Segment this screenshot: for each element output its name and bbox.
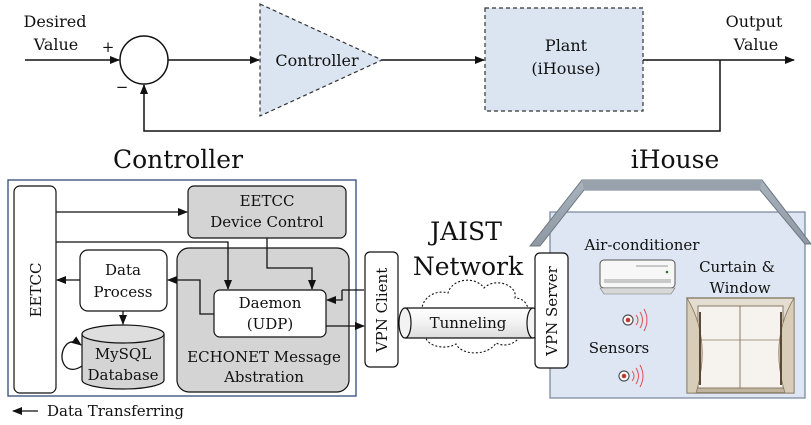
- device-control-line1: EETCC: [240, 192, 295, 210]
- vpn-client-label: VPN Client: [373, 268, 391, 353]
- input-label-line1: Desired: [24, 12, 87, 31]
- database-cylinder: MySQL Database: [81, 324, 165, 390]
- tunneling-label: Tunneling: [430, 314, 507, 332]
- legend: Data Transferring: [12, 402, 184, 420]
- echonet-label-line2: Abstration: [223, 368, 304, 386]
- sensors-label: Sensors: [589, 339, 649, 357]
- sensor-icon-bottom: [618, 364, 644, 388]
- device-control-to-daemon: [266, 238, 316, 290]
- feedback-path: [140, 60, 721, 132]
- window-icon: [686, 296, 795, 394]
- device-control-line2: Device Control: [210, 213, 324, 231]
- legend-label: Data Transferring: [47, 402, 184, 420]
- daemon-line1: Daemon: [239, 294, 302, 312]
- database-line2: Database: [87, 366, 158, 384]
- database-line1: MySQL: [95, 345, 151, 363]
- air-conditioner-label: Air-conditioner: [584, 236, 701, 254]
- controller-triangle-label: Controller: [275, 51, 359, 70]
- tunnel-pipe: Tunneling: [398, 307, 540, 339]
- controller-section: EETCC ECHONET Message Abstration EETCC D…: [7, 179, 357, 397]
- plant-box: [484, 7, 644, 112]
- daemon-to-data-process: [167, 276, 214, 315]
- jaist-label-line1: JAIST: [427, 217, 502, 246]
- plus-sign: +: [102, 38, 115, 56]
- controller-triangle: [259, 3, 384, 117]
- minus-sign: −: [116, 78, 129, 96]
- vpn-client-to-daemon-path: [326, 290, 343, 304]
- network-area: JAIST Network Tunneling: [398, 217, 540, 354]
- ihouse-section-title: iHouse: [631, 145, 720, 174]
- echonet-label-line1: ECHONET Message: [187, 348, 341, 366]
- ihouse: VPN Server Air-conditioner Curtain & Win…: [528, 179, 811, 399]
- database-eetcc-loop: [61, 336, 83, 370]
- sensor-icon-top: [622, 308, 648, 332]
- vpn-server-label: VPN Server: [543, 265, 561, 356]
- plant-label-line1: Plant: [545, 36, 588, 55]
- input-label-line2: Value: [33, 35, 79, 54]
- eetcc-label: EETCC: [27, 263, 45, 318]
- output-label-line1: Output: [726, 12, 783, 31]
- output-label-line2: Value: [733, 35, 779, 54]
- house-roof-top: [582, 180, 762, 190]
- data-process-line2: Process: [94, 283, 153, 301]
- controller-section-title: Controller: [113, 145, 243, 174]
- data-process-line1: Data: [105, 261, 141, 279]
- curtain-label-line1: Curtain &: [699, 258, 775, 276]
- daemon-line2: (UDP): [247, 315, 293, 333]
- vpn-client-box: [364, 251, 399, 368]
- eetcc-box: [13, 185, 57, 394]
- air-conditioner-icon: [599, 259, 676, 295]
- plant-label-line2: (iHouse): [531, 59, 600, 78]
- jaist-label-line2: Network: [413, 252, 524, 281]
- vpn-server-box: [534, 252, 569, 369]
- curtain-label-line2: Window: [709, 279, 770, 297]
- feedback-loop: Desired Value + − Controller Plant (iHou…: [24, 3, 795, 132]
- controller-frame: [7, 179, 357, 397]
- data-process-box: [79, 249, 168, 312]
- eetcc-to-daemon: [56, 241, 232, 290]
- summing-junction: [119, 35, 169, 85]
